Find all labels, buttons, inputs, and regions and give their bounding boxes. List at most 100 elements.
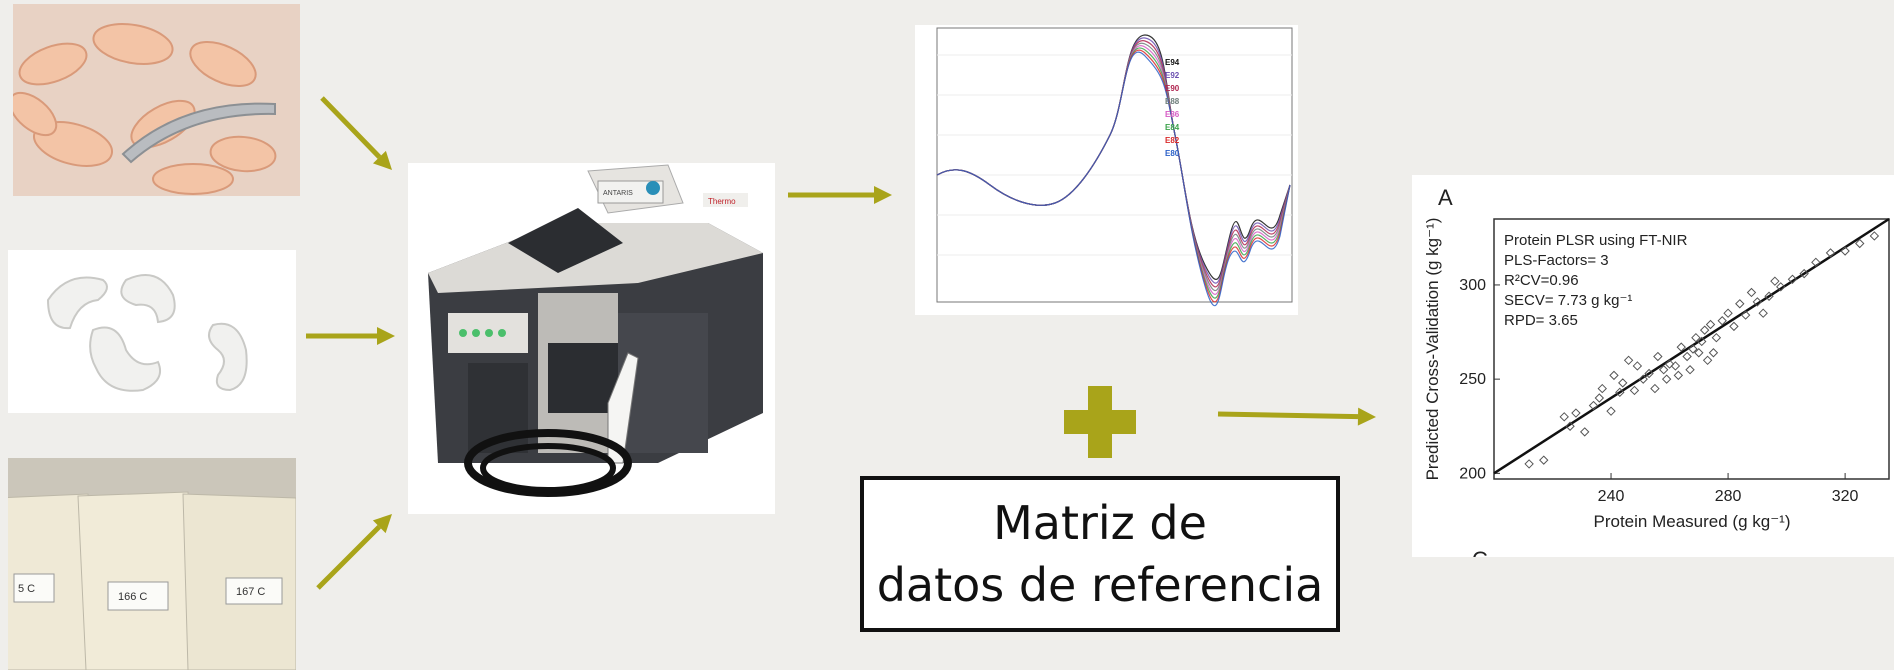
scatter-point <box>1855 238 1865 249</box>
scatter-point <box>1711 332 1722 343</box>
scatter-point <box>1840 246 1850 256</box>
scatter-point <box>1758 308 1768 318</box>
model-info-line: SECV= 7.73 g kg⁻¹ <box>1504 292 1632 309</box>
scatter-point <box>1717 316 1727 326</box>
scatter-point <box>1609 370 1619 381</box>
spectra-legend-item: E86 <box>1165 110 1180 119</box>
scatter-point <box>1811 257 1821 268</box>
scatter-point <box>1658 365 1669 375</box>
spectra-legend-item: E94 <box>1165 58 1180 67</box>
reference-box-line-1: Matriz de <box>993 495 1207 550</box>
scatter-point <box>1644 368 1654 379</box>
scatter-point <box>1869 231 1880 241</box>
scatter-point <box>1740 310 1751 320</box>
bean-shape <box>18 42 88 86</box>
scatter-point <box>1702 355 1713 366</box>
scatter-point <box>1618 378 1628 388</box>
scatter-point <box>1638 374 1648 384</box>
scatter-point <box>1694 348 1704 358</box>
arrow-head-icon <box>372 150 392 170</box>
spectra-lines <box>936 34 1291 307</box>
panel-letter-bottom: C <box>1472 547 1488 557</box>
model-info-line: RPD= 3.65 <box>1504 312 1578 329</box>
instrument-brand-label: Thermo <box>708 197 736 206</box>
scatter-point <box>1524 459 1534 469</box>
scatter-point <box>1661 374 1672 384</box>
spectra-legend-item: E88 <box>1165 97 1180 106</box>
arrow-head-icon <box>874 186 892 204</box>
arrow-icon <box>1217 411 1359 420</box>
scatter-point <box>1565 421 1575 431</box>
scatter-point <box>1588 400 1599 411</box>
scatter-point <box>1571 408 1581 418</box>
scatter-point <box>1770 276 1780 286</box>
scatter-point <box>1629 385 1640 396</box>
scatter-point <box>1691 332 1701 343</box>
scatter-point <box>1799 268 1809 279</box>
arrow-head-icon <box>377 327 395 345</box>
reference-data-matrix-box: Matriz de datos de referencia <box>860 476 1340 632</box>
model-info-line: R²CV=0.96 <box>1504 272 1579 289</box>
y-tick-label: 200 <box>1459 465 1486 482</box>
arrow-head-icon <box>372 514 392 534</box>
scatter-point <box>1699 325 1710 335</box>
spectrum-line <box>936 51 1291 307</box>
arrow-icon <box>316 524 382 590</box>
bean-shape <box>92 23 174 65</box>
cooked-beans-photo <box>13 4 300 196</box>
x-axis-label: Protein Measured (g kg⁻¹) <box>1594 512 1791 531</box>
bag-label-1: 5 C <box>18 583 35 595</box>
scatter-point <box>1539 455 1549 465</box>
scatter-point <box>1746 287 1757 298</box>
scatter-point <box>1682 351 1692 362</box>
arrow-icon <box>320 96 382 159</box>
ft-nir-instrument-photo: ANTARIS Thermo <box>408 163 775 514</box>
bean-shape <box>209 135 277 173</box>
plus-icon <box>1064 386 1136 458</box>
panel-letter: A <box>1438 185 1453 210</box>
x-tick-label: 240 <box>1598 488 1625 505</box>
bean-shape <box>189 40 257 88</box>
scatter-point <box>1559 412 1569 422</box>
spectra-legend-item: E92 <box>1165 71 1180 80</box>
model-info-line: PLS-Factors= 3 <box>1504 252 1609 269</box>
scatter-point <box>1579 427 1590 437</box>
spectra-legend-item: E82 <box>1165 136 1180 145</box>
scatter-point <box>1697 336 1707 347</box>
scatter-point <box>1685 365 1695 375</box>
spectra-legend-item: E80 <box>1165 149 1180 158</box>
bean-shape <box>152 163 234 195</box>
protein-powder-bags-photo: 5 C 166 C 167 C <box>8 458 296 670</box>
scatter-point <box>1764 291 1774 301</box>
scatter-point <box>1729 321 1739 332</box>
scatter-point <box>1787 274 1798 284</box>
scatter-point <box>1676 342 1686 352</box>
spectra-legend-item: E90 <box>1165 84 1180 93</box>
scatter-point <box>1708 348 1719 358</box>
scatter-point <box>1615 387 1625 398</box>
scatter-point <box>1723 308 1733 318</box>
x-tick-label: 320 <box>1832 488 1859 505</box>
plsr-model-panel: A C Protein PLSR using FT-NIRPLS-Factors… <box>1412 175 1894 572</box>
scatter-point <box>1594 393 1605 403</box>
scatter-point <box>1825 248 1836 258</box>
bag-label-3: 167 C <box>236 586 265 598</box>
scatter-point <box>1735 299 1745 309</box>
scatter-point <box>1670 361 1681 371</box>
scatter-point <box>1623 355 1634 366</box>
scatter-point <box>1597 383 1607 394</box>
scatter-point <box>1632 361 1643 371</box>
y-axis-label: Predicted Cross-Validation (g kg⁻¹) <box>1423 218 1442 481</box>
scatter-point <box>1606 406 1616 416</box>
bag-label-2: 166 C <box>118 591 147 603</box>
scatter-point <box>1664 359 1675 369</box>
scatter-point <box>1653 351 1663 362</box>
y-tick-label: 250 <box>1459 371 1486 388</box>
x-tick-label: 280 <box>1715 488 1742 505</box>
arrow-head-icon <box>1357 407 1376 426</box>
scatter-point <box>1673 370 1684 381</box>
